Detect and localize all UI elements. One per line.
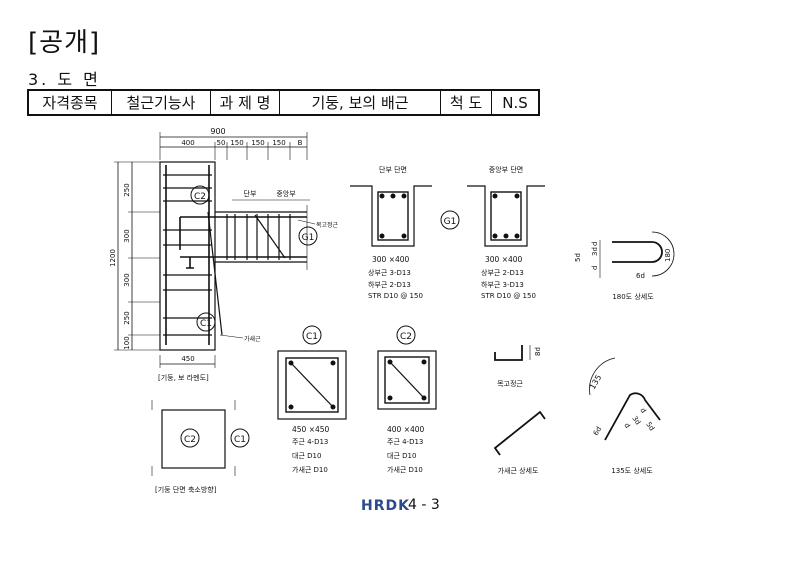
c1-hoop: 대근 D10 xyxy=(292,452,321,460)
c2-size: 400 ×400 xyxy=(387,425,425,434)
section-title: 3. 도 면 xyxy=(28,70,101,89)
dim-top-5: B xyxy=(298,139,303,147)
beam-mid-size: 300 ×400 xyxy=(485,255,523,264)
dim-total: 900 xyxy=(210,127,225,136)
c1-main: 주근 4-D13 xyxy=(292,438,328,446)
hook180-d3: d xyxy=(591,266,599,270)
hook180-d5: 6d xyxy=(636,272,645,280)
c2-hoop: 대근 D10 xyxy=(387,452,416,460)
label-center: 중앙부 xyxy=(276,190,296,198)
plan-tag-c1: C1 xyxy=(234,435,246,445)
hook135-d4: 5d xyxy=(644,421,656,433)
dim-height: 1200 xyxy=(109,249,117,267)
c2-main: 주근 4-D13 xyxy=(387,438,423,446)
c1-size: 450 ×450 xyxy=(292,425,330,434)
dim-top-1: 50 xyxy=(217,139,226,147)
page-number: 4 - 3 xyxy=(408,497,440,513)
beam-end-title: 단부 단면 xyxy=(379,165,407,174)
scale-value: N.S xyxy=(491,89,540,116)
label-end: 단부 xyxy=(244,189,257,198)
cap-bar-detail: 8d 목고정근 xyxy=(494,345,542,388)
hook135-d1: d xyxy=(638,407,647,415)
dim-top-0: 400 xyxy=(181,139,194,147)
cap-bar-caption: 목고정근 xyxy=(497,379,523,388)
label-tie: 가새근 xyxy=(244,335,261,343)
hook180-d4: 5d xyxy=(574,253,582,262)
elevation-caption: [기둥, 보 라멘도] xyxy=(158,373,209,382)
c2-tag: C2 xyxy=(400,332,412,342)
hook-180-detail: d 3d d 5d 6d 180 180도 상세도 xyxy=(574,231,675,301)
plan-view: C2 C1 [기둥 단면 축소방향] xyxy=(151,400,250,494)
elevation-drawing: 900 400 50 150 150 150 B 250 300 300 250… xyxy=(109,127,339,382)
info-table: 자격종목 철근기능사 과 제 명 기둥, 보의 배근 척 도 N.S xyxy=(27,89,540,116)
hook180-d6: 180 xyxy=(664,249,672,262)
dim-left-2: 300 xyxy=(123,273,131,286)
hrdk-logo: HRDK xyxy=(361,498,410,514)
beam-mid-section: 중앙부 단면 300 ×400 상부근 2-D13 하부근 3-D13 STR … xyxy=(467,165,545,300)
cap-bar-dim: 8d xyxy=(534,347,542,356)
hook135-angle: 135 xyxy=(588,373,603,391)
hook-135-detail: 135 d 3d d 5d 6d 135도 상세도 xyxy=(588,357,661,475)
dim-top-2: 150 xyxy=(230,139,243,147)
hook135-d5: 6d xyxy=(592,425,603,437)
hook180-d2: 3d xyxy=(591,247,599,256)
label-cap-bar: 목고정근 xyxy=(316,222,339,229)
hook180-caption: 180도 상세도 xyxy=(612,292,654,301)
beam-end-bottom: 하부근 2-D13 xyxy=(368,280,411,289)
dim-left-0: 250 xyxy=(123,183,131,196)
tie-detail-caption: 가새근 상세도 xyxy=(498,466,539,475)
beam-end-section: 단부 단면 300 ×400 상부근 3-D13 하부근 2-D13 STR D… xyxy=(350,165,432,300)
title-label: 과 제 명 xyxy=(210,89,280,116)
c2-tie: 가새근 D10 xyxy=(387,465,423,474)
beam-end-top: 상부근 3-D13 xyxy=(368,268,411,277)
beam-mid-title: 중앙부 단면 xyxy=(489,165,523,174)
c1-tag: C1 xyxy=(306,332,318,342)
hook135-d2: 3d xyxy=(630,415,642,427)
tag-g1-section: G1 xyxy=(444,217,457,227)
scale-label: 척 도 xyxy=(440,89,492,116)
tie-detail: 가새근 상세도 xyxy=(493,410,546,475)
column-c1-section: C1 450 ×450 주근 4-D13 대근 D10 가새근 D10 xyxy=(277,325,347,474)
dim-left-3: 250 xyxy=(123,311,131,324)
dim-top-3: 150 xyxy=(251,139,264,147)
tag-c1: C1 xyxy=(200,319,212,329)
beam-end-size: 300 ×400 xyxy=(372,255,410,264)
dim-top-4: 150 xyxy=(272,139,285,147)
document-title: [공개] xyxy=(28,28,101,58)
tag-g1: G1 xyxy=(302,233,315,243)
column-c2-section: C2 400 ×400 주근 4-D13 대근 D10 가새근 D10 xyxy=(377,325,437,474)
hook135-caption: 135도 상세도 xyxy=(611,466,653,475)
c1-tie: 가새근 D10 xyxy=(292,465,328,474)
exam-label: 자격종목 xyxy=(27,89,112,116)
dim-left-1: 300 xyxy=(123,229,131,242)
tag-c2: C2 xyxy=(194,192,206,202)
beam-mid-top: 상부근 2-D13 xyxy=(481,268,524,277)
beam-end-stirrup: STR D10 @ 150 xyxy=(368,292,423,300)
dim-bottom: 450 xyxy=(181,355,194,363)
beam-mid-stirrup: STR D10 @ 150 xyxy=(481,292,536,300)
hook180-d1: d xyxy=(591,242,599,246)
beam-mid-bottom: 하부근 3-D13 xyxy=(481,280,524,289)
plan-caption: [기둥 단면 축소방향] xyxy=(155,485,217,494)
dim-left-4: 100 xyxy=(123,336,131,349)
hook135-d3: d xyxy=(622,422,631,430)
plan-tag-c2: C2 xyxy=(184,435,196,445)
